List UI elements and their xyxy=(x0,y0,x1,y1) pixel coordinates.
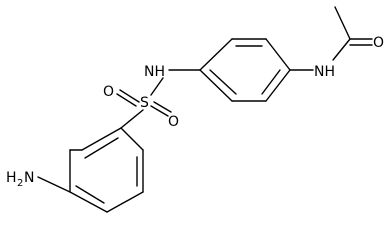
acetyl-group: O xyxy=(332,6,384,61)
sulfonyl-group: S O O xyxy=(103,77,179,130)
molecule-diagram: S O O NH NH O H 2 N xyxy=(6,6,384,213)
amine-subscript: 2 xyxy=(17,178,23,189)
sulfonamide-nh-label: NH xyxy=(144,64,165,80)
structure-drawing: S O O NH NH O H 2 N xyxy=(6,6,384,213)
amide-nh-label: NH xyxy=(314,64,335,80)
phenylene-ring xyxy=(199,38,291,102)
amine-h-label: H xyxy=(6,170,17,186)
aminophenyl-ring xyxy=(69,127,144,213)
carbonyl-oxygen-label: O xyxy=(373,35,384,51)
sulfur-label: S xyxy=(140,95,149,111)
amine-group: H 2 N xyxy=(6,170,71,193)
amine-n-label: N xyxy=(24,170,34,186)
sulfonyl-oxygen-right-label: O xyxy=(168,114,179,130)
sulfonyl-oxygen-left-label: O xyxy=(103,84,114,100)
